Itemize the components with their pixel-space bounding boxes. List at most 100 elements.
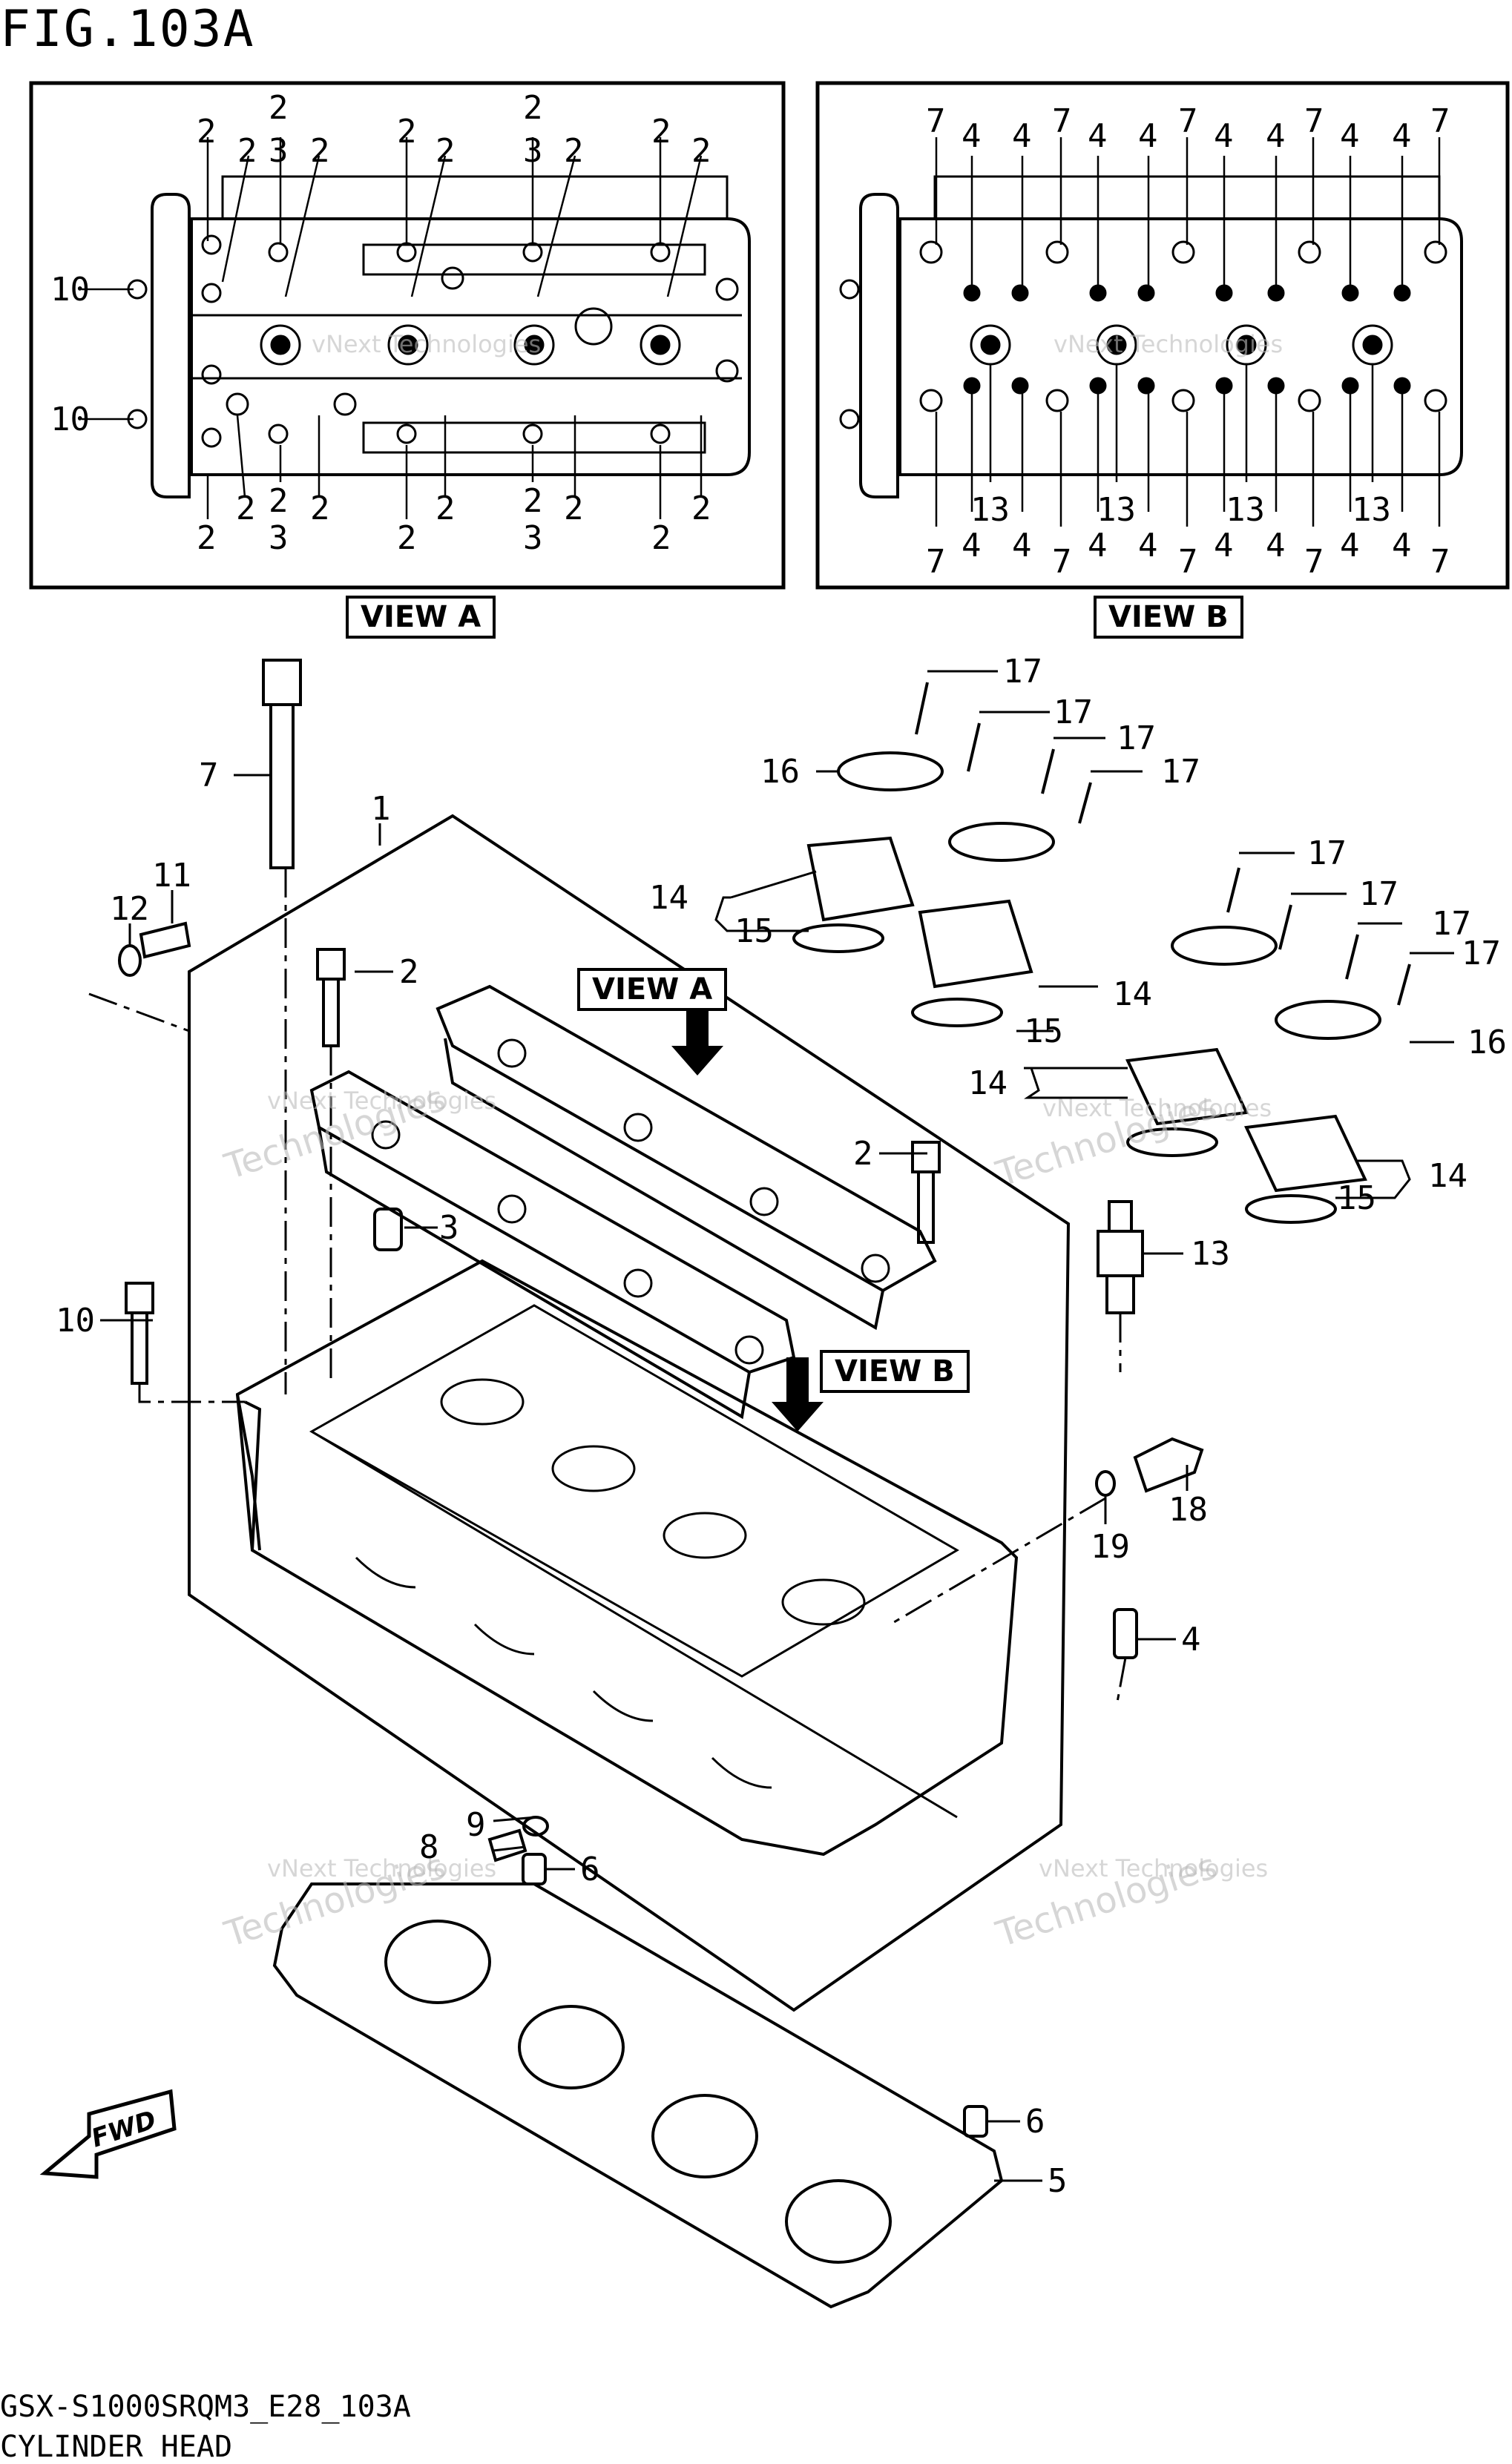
svg-text:7: 7 — [1178, 543, 1198, 581]
svg-text:2: 2 — [651, 519, 671, 557]
view-a-pointer-label: VIEW A — [577, 968, 728, 1011]
svg-text:2: 2 — [310, 490, 330, 527]
svg-text:vNext Technologies: vNext Technologies — [1054, 330, 1283, 358]
svg-text:7: 7 — [926, 102, 946, 140]
svg-text:4: 4 — [1138, 527, 1158, 564]
svg-text:5: 5 — [1048, 2162, 1068, 2200]
svg-text:vNext Technologies: vNext Technologies — [267, 1087, 496, 1115]
svg-text:2: 2 — [197, 113, 217, 151]
view-arrows — [671, 1001, 824, 1432]
svg-text:2: 2 — [269, 482, 289, 520]
svg-text:2: 2 — [853, 1135, 873, 1173]
svg-text:2: 2 — [310, 132, 330, 170]
svg-text:2: 2 — [237, 132, 257, 170]
svg-text:4: 4 — [1266, 527, 1286, 564]
svg-text:9: 9 — [466, 1806, 486, 1844]
svg-text:13: 13 — [1097, 491, 1136, 529]
svg-text:14: 14 — [649, 879, 688, 917]
svg-text:10: 10 — [50, 401, 90, 438]
svg-text:2: 2 — [236, 490, 256, 527]
bolt-2-right — [911, 1141, 941, 1244]
svg-text:3: 3 — [523, 519, 543, 557]
view-a-label: VIEW A — [346, 596, 496, 639]
svg-text:16: 16 — [1467, 1024, 1507, 1061]
figure-title: FIG.103A — [0, 0, 255, 59]
svg-text:3: 3 — [269, 519, 289, 557]
svg-text:7: 7 — [1052, 543, 1072, 581]
svg-text:17: 17 — [1054, 694, 1093, 731]
bolt-7 — [262, 659, 302, 1394]
svg-text:2: 2 — [435, 132, 456, 170]
svg-text:2: 2 — [397, 113, 417, 151]
view-b-top-callouts: 7 4 4 7 4 4 7 4 4 7 4 4 7 — [926, 102, 1450, 155]
svg-text:7: 7 — [1052, 102, 1072, 140]
svg-text:2: 2 — [435, 490, 456, 527]
svg-text:2: 2 — [564, 132, 584, 170]
intake-pipes — [792, 751, 1381, 1224]
svg-text:2: 2 — [564, 490, 584, 527]
svg-text:18: 18 — [1168, 1491, 1208, 1529]
svg-text:2: 2 — [691, 490, 711, 527]
svg-text:2: 2 — [523, 89, 543, 127]
svg-text:14: 14 — [1113, 975, 1152, 1013]
svg-text:7: 7 — [1430, 102, 1450, 140]
svg-text:17: 17 — [1161, 753, 1200, 791]
svg-text:17: 17 — [1432, 905, 1471, 943]
view-a-bottom-callouts: 2 2 2 3 2 2 2 2 3 2 2 2 — [197, 482, 711, 557]
svg-text:4: 4 — [962, 527, 982, 564]
view-b-label: VIEW B — [1094, 596, 1243, 639]
svg-text:14: 14 — [1428, 1157, 1467, 1195]
svg-text:13: 13 — [1352, 491, 1391, 529]
svg-text:19: 19 — [1091, 1528, 1130, 1566]
dowel-3 — [373, 1208, 403, 1251]
view-a-panel: 2 2 2 3 2 2 2 2 3 2 2 2 10 10 2 2 2 3 2 … — [29, 81, 786, 590]
svg-text:7: 7 — [1178, 102, 1198, 140]
svg-text:3: 3 — [269, 132, 289, 170]
part-group-name: CYLINDER HEAD — [0, 2430, 233, 2464]
svg-text:10: 10 — [56, 1302, 95, 1340]
svg-text:3: 3 — [523, 132, 543, 170]
svg-text:2: 2 — [397, 519, 417, 557]
svg-text:4: 4 — [1138, 117, 1158, 155]
main-callouts: 1 7 2 2 3 10 11 12 13 18 19 4 5 6 6 9 8 … — [56, 653, 1507, 2200]
intake-screws-17 — [915, 682, 1411, 1006]
dowel-6 — [522, 1853, 988, 2138]
svg-text:17: 17 — [1359, 875, 1398, 913]
svg-text:4: 4 — [962, 117, 982, 155]
svg-text:6: 6 — [580, 1851, 600, 1888]
view-a-left-callouts: 10 10 — [50, 271, 90, 438]
spark-plug-13 — [1097, 1200, 1144, 1372]
svg-text:7: 7 — [926, 543, 946, 581]
svg-text:14: 14 — [968, 1064, 1008, 1102]
svg-text:1: 1 — [371, 790, 391, 828]
view-b-panel: 7 4 4 7 4 4 7 4 4 7 4 4 7 13 13 13 13 7 … — [815, 81, 1510, 590]
svg-text:4: 4 — [1392, 527, 1412, 564]
fwd-arrow-icon: FWD — [39, 2089, 177, 2179]
svg-text:4: 4 — [1088, 527, 1108, 564]
svg-text:7: 7 — [199, 757, 219, 794]
svg-text:7: 7 — [1430, 543, 1450, 581]
svg-text:2: 2 — [269, 89, 289, 127]
svg-text:8: 8 — [419, 1828, 439, 1866]
svg-text:2: 2 — [651, 113, 671, 151]
svg-text:10: 10 — [50, 271, 90, 309]
svg-text:17: 17 — [1307, 834, 1347, 872]
svg-text:6: 6 — [1025, 2103, 1045, 2141]
view-b-13-callouts: 13 13 13 13 — [970, 491, 1391, 529]
svg-text:2: 2 — [399, 953, 419, 991]
svg-text:7: 7 — [1304, 102, 1324, 140]
svg-text:4: 4 — [1340, 527, 1360, 564]
svg-text:vNext Technologies: vNext Technologies — [1042, 1094, 1272, 1122]
model-code: GSX-S1000SRQM3_E28_103A — [0, 2390, 411, 2424]
svg-text:15: 15 — [1337, 1179, 1376, 1217]
svg-text:15: 15 — [1024, 1012, 1063, 1050]
head-gasket — [272, 1882, 1004, 2309]
svg-text:17: 17 — [1117, 719, 1156, 757]
svg-text:4: 4 — [1181, 1621, 1201, 1658]
bolt-2-left — [316, 948, 346, 1380]
view-b-pointer-label: VIEW B — [820, 1350, 970, 1393]
svg-text:16: 16 — [760, 753, 800, 791]
svg-text:vNext Technologies: vNext Technologies — [1039, 1854, 1268, 1882]
svg-text:13: 13 — [970, 491, 1010, 529]
